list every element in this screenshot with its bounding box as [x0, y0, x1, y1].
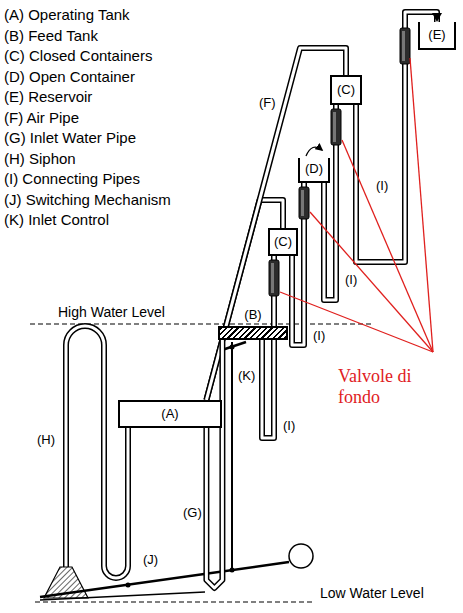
part-letter: (H)	[36, 432, 56, 447]
bottom-valve	[269, 260, 279, 296]
legend-key: (I) Connecting Pipes	[4, 170, 140, 187]
pipe-bore	[292, 183, 304, 345]
switch-rod	[40, 592, 205, 600]
valve-shine	[271, 263, 274, 293]
siphon-pipe-bore	[66, 326, 128, 578]
pipe-connector	[292, 183, 304, 345]
inlet-control-arm	[222, 342, 246, 350]
pipe-connector	[206, 340, 222, 588]
open-container: (D)	[298, 158, 330, 183]
pipe-wall	[292, 183, 304, 345]
siphon-pipe	[66, 326, 128, 578]
part-letter: (G)	[182, 505, 203, 520]
pipe-bore	[206, 340, 222, 588]
part-letter: (K)	[237, 368, 256, 383]
part-letter: (I)	[312, 328, 326, 343]
pipe-wall	[206, 340, 222, 588]
closed-container: (C)	[330, 75, 362, 105]
leader-line	[410, 58, 433, 352]
legend-key: (K) Inlet Control	[4, 211, 109, 228]
valve-shine	[301, 190, 304, 216]
closed-container: (C)	[268, 228, 298, 256]
legend-key: (E) Reservoir	[4, 88, 92, 105]
pipe-bore	[324, 105, 336, 300]
leader-line	[280, 292, 433, 352]
arrow-head	[432, 13, 442, 22]
part-letter: (B)	[242, 308, 263, 322]
part-letter: (E)	[428, 28, 445, 42]
pivot	[126, 583, 131, 588]
leader-line	[310, 212, 433, 352]
valve-body	[299, 187, 309, 219]
part-letter: (I)	[282, 418, 296, 433]
bottom-valve	[331, 109, 341, 145]
valve-shine	[402, 31, 405, 61]
pipe-bore	[262, 256, 274, 438]
pipe-wall	[262, 256, 274, 438]
legend-key: (J) Switching Mechanism	[4, 191, 171, 208]
valve-body	[331, 109, 341, 145]
legend-key: (A) Operating Tank	[4, 6, 130, 23]
float-ball	[289, 544, 313, 568]
feed-tank: (B)	[218, 326, 288, 340]
bottom-valve	[299, 187, 309, 219]
part-letter: (C)	[274, 235, 292, 249]
bottom-valve	[400, 28, 410, 64]
valve-callout: Valvole di fondo	[338, 366, 430, 408]
reservoir: (E)	[418, 22, 456, 50]
overflow-arrow	[306, 147, 322, 156]
valve-body	[269, 260, 279, 296]
pipe-connector	[262, 256, 274, 438]
part-letter: (I)	[375, 178, 389, 193]
valve-shine	[333, 112, 336, 142]
part-letter: (A)	[161, 407, 178, 421]
level-label: High Water Level	[56, 304, 167, 320]
legend-key: (C) Closed Containers	[4, 47, 152, 64]
pipe-wall	[324, 105, 336, 300]
legend-key: (F) Air Pipe	[4, 109, 79, 126]
valve-body	[400, 28, 410, 64]
part-letter: (C)	[337, 83, 355, 97]
part-letter: (J)	[142, 552, 159, 567]
level-label: Low Water Level	[318, 585, 426, 601]
part-letter: (F)	[258, 95, 277, 110]
operating-tank: (A)	[118, 400, 222, 428]
part-letter: (D)	[305, 162, 323, 176]
switch-lever	[40, 562, 289, 597]
legend-key: (G) Inlet Water Pipe	[4, 129, 136, 146]
legend-key: (D) Open Container	[4, 68, 135, 85]
low-water-line	[35, 601, 312, 602]
part-letter: (I)	[344, 272, 358, 287]
inlet-control-rod	[231, 342, 233, 570]
legend-key: (B) Feed Tank	[4, 27, 98, 44]
legend-key: (H) Siphon	[4, 150, 76, 167]
pipe-connector	[324, 105, 336, 300]
pivot	[230, 345, 235, 350]
